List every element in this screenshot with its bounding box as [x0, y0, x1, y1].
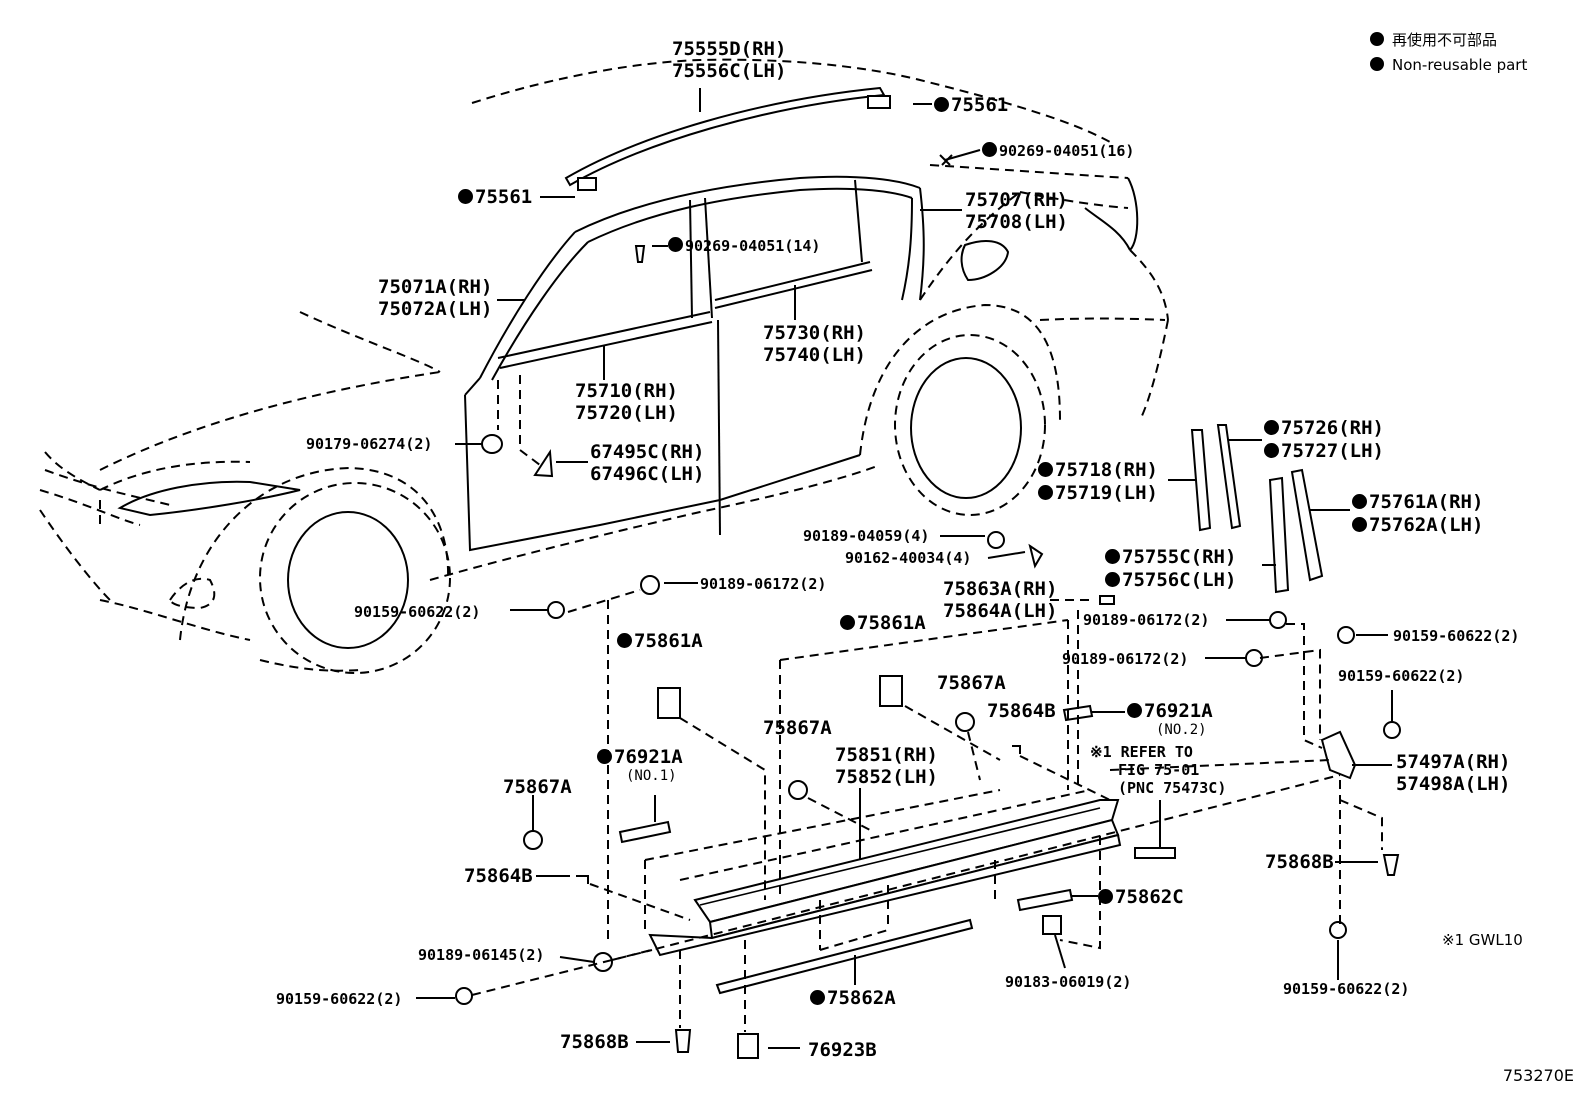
part-label[interactable]: 75561 — [458, 186, 532, 208]
non-reusable-dot-icon — [1105, 549, 1120, 564]
non-reusable-dot-icon — [1127, 703, 1142, 718]
part-label[interactable]: 75072A(LH) — [378, 298, 493, 320]
non-reusable-dot-icon — [1098, 889, 1113, 904]
part-label[interactable]: 75761A(RH) — [1352, 491, 1483, 513]
part-label[interactable]: 75868B — [560, 1031, 629, 1053]
part-label[interactable]: 75867A — [763, 717, 832, 739]
part-label[interactable]: 75555D(RH) — [672, 38, 787, 60]
part-label[interactable]: 75718(RH) — [1038, 459, 1158, 481]
part-label[interactable]: 75852(LH) — [835, 766, 938, 788]
part-label[interactable]: 75726(RH) — [1264, 417, 1384, 439]
pillar-moldings — [1190, 424, 1324, 594]
part-label[interactable]: 75851(RH) — [835, 744, 938, 766]
part-label[interactable]: 67495C(RH) — [590, 441, 705, 463]
part-label[interactable]: 75756C(LH) — [1105, 569, 1236, 591]
legend-row-en: Non-reusable part — [1370, 53, 1527, 78]
figure-code: 753270E — [1502, 1066, 1574, 1085]
legend: 再使用不可部品 Non-reusable part — [1370, 28, 1527, 78]
non-reusable-dot-icon — [810, 990, 825, 1005]
part-label[interactable]: 75740(LH) — [763, 344, 866, 366]
non-reusable-dot-icon — [934, 97, 949, 112]
assembly-lines — [471, 375, 1383, 1032]
leader-lines — [416, 88, 1393, 1049]
part-label[interactable]: 90159-60622(2) — [276, 990, 403, 1008]
part-label[interactable]: 75863A(RH) — [943, 578, 1058, 600]
part-label[interactable]: 75867A — [503, 776, 572, 798]
legend-text-en: Non-reusable part — [1392, 56, 1528, 74]
part-label[interactable]: 90189-06145(2) — [418, 946, 545, 964]
part-label[interactable]: 75707(RH) — [965, 189, 1068, 211]
non-reusable-dot-icon — [458, 189, 473, 204]
refer-note: FIG 75-01 — [1118, 761, 1200, 779]
part-label[interactable]: 90179-06274(2) — [306, 435, 433, 453]
part-label[interactable]: 90159-60622(2) — [1338, 667, 1465, 685]
legend-row-jp: 再使用不可部品 — [1370, 28, 1527, 53]
non-reusable-dot-icon — [982, 142, 997, 157]
part-label[interactable]: 90189-04059(4) — [803, 527, 930, 545]
part-label[interactable]: 67496C(LH) — [590, 463, 705, 485]
part-label[interactable]: 57498A(LH) — [1396, 773, 1511, 795]
part-label[interactable]: 76923B — [808, 1039, 877, 1061]
part-label[interactable]: 75708(LH) — [965, 211, 1068, 233]
non-reusable-dot-icon — [617, 633, 632, 648]
part-label[interactable]: 76921A — [597, 746, 683, 768]
part-label[interactable]: 90269-04051(14) — [668, 237, 820, 255]
roof-molding — [564, 86, 891, 191]
car-body-outline — [39, 58, 1169, 674]
part-label[interactable]: 75864A(LH) — [943, 600, 1058, 622]
part-label[interactable]: 75861A — [840, 612, 926, 634]
non-reusable-dot-icon — [1264, 443, 1279, 458]
non-reusable-dot-icon — [1038, 485, 1053, 500]
part-label[interactable]: 75862C — [1098, 886, 1184, 908]
refer-note: (PNC 75473C) — [1118, 779, 1227, 797]
part-label[interactable]: 75755C(RH) — [1105, 546, 1236, 568]
part-label[interactable]: 75868B — [1265, 851, 1334, 873]
part-label-sub: (NO.1) — [626, 768, 677, 784]
legend-text-jp: 再使用不可部品 — [1392, 31, 1498, 49]
non-reusable-dot-icon — [1264, 420, 1279, 435]
part-label[interactable]: 75071A(RH) — [378, 276, 493, 298]
part-label[interactable]: 75762A(LH) — [1352, 514, 1483, 536]
part-label[interactable]: 75556C(LH) — [672, 60, 787, 82]
non-reusable-dot-icon — [1370, 57, 1384, 71]
part-label[interactable]: 90183-06019(2) — [1005, 973, 1132, 991]
non-reusable-dot-icon — [668, 237, 683, 252]
gwl-note: ※1 GWL10 — [1442, 931, 1523, 949]
part-label[interactable]: 75720(LH) — [575, 402, 678, 424]
non-reusable-dot-icon — [1038, 462, 1053, 477]
part-label[interactable]: 75864B — [464, 865, 533, 887]
part-label[interactable]: 75561 — [934, 94, 1008, 116]
part-label[interactable]: 90159-60622(2) — [1283, 980, 1410, 998]
clip-icons — [481, 154, 953, 478]
part-label[interactable]: 90189-06172(2) — [1083, 611, 1210, 629]
rocker-panel — [618, 675, 1357, 995]
non-reusable-dot-icon — [1370, 32, 1384, 46]
part-label[interactable]: 90159-60622(2) — [1393, 627, 1520, 645]
part-label-sub: (NO.2) — [1156, 722, 1207, 738]
non-reusable-dot-icon — [1352, 494, 1367, 509]
non-reusable-dot-icon — [597, 749, 612, 764]
part-label[interactable]: 75730(RH) — [763, 322, 866, 344]
part-label[interactable]: 90189-06172(2) — [700, 575, 827, 593]
non-reusable-dot-icon — [1105, 572, 1120, 587]
part-label[interactable]: 75710(RH) — [575, 380, 678, 402]
part-label[interactable]: 76921A — [1127, 700, 1213, 722]
non-reusable-dot-icon — [1352, 517, 1367, 532]
part-label[interactable]: 90162-40034(4) — [845, 549, 972, 567]
part-label[interactable]: 75719(LH) — [1038, 482, 1158, 504]
part-label[interactable]: 75727(LH) — [1264, 440, 1384, 462]
part-label[interactable]: 90269-04051(16) — [982, 142, 1134, 160]
part-label[interactable]: 75867A — [937, 672, 1006, 694]
part-label[interactable]: 75864B — [987, 700, 1056, 722]
part-label[interactable]: 90159-60622(2) — [354, 603, 481, 621]
part-label[interactable]: 75862A — [810, 987, 896, 1009]
fasteners — [455, 531, 1401, 1059]
part-label[interactable]: 90189-06172(2) — [1062, 650, 1189, 668]
refer-note: ※1 REFER TO — [1090, 743, 1193, 761]
part-label[interactable]: 75861A — [617, 630, 703, 652]
part-label[interactable]: 57497A(RH) — [1396, 751, 1511, 773]
non-reusable-dot-icon — [840, 615, 855, 630]
